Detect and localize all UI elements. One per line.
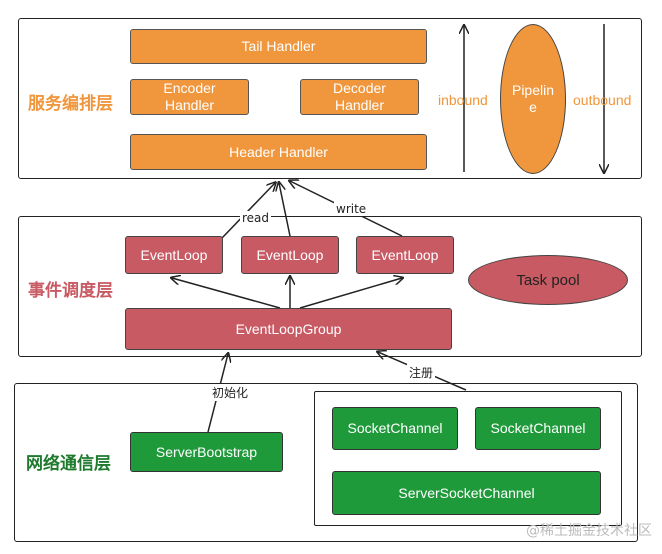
network-layer-label: 网络通信层 [26,454,111,474]
event-loop-3: EventLoop [356,236,454,274]
socket-channel-1: SocketChannel [332,407,458,450]
inbound-label: inbound [438,92,488,108]
socket-channel-2: SocketChannel [475,407,601,450]
pipeline-ellipse: Pipelin e [500,24,566,174]
header-handler: Header Handler [130,134,427,170]
event-loop-group: EventLoopGroup [125,308,452,350]
loop2-to-header-arrow [279,183,291,237]
event-loop-1: EventLoop [125,236,223,274]
server-bootstrap: ServerBootstrap [130,432,283,472]
watermark: @稀土掘金技术社区 [526,523,652,539]
tail-handler: Tail Handler [130,29,427,64]
read-label: read [240,211,272,225]
outbound-label: outbound [573,92,632,108]
server-socket-channel: ServerSocketChannel [332,471,601,515]
service-layer-label: 服务编排层 [28,94,113,114]
group-to-loop3-arrow [299,278,402,309]
write-label: write [334,202,369,216]
event-layer-label: 事件调度层 [28,281,113,301]
read-arrow [221,183,275,239]
encoder-handler: Encoder Handler [130,79,249,115]
decoder-handler: Decoder Handler [300,79,419,115]
event-loop-2: EventLoop [241,236,339,274]
init-label: 初始化 [210,384,251,401]
register-label: 注册 [407,364,436,381]
group-to-loop1-arrow [172,278,281,309]
task-pool: Task pool [468,255,628,305]
